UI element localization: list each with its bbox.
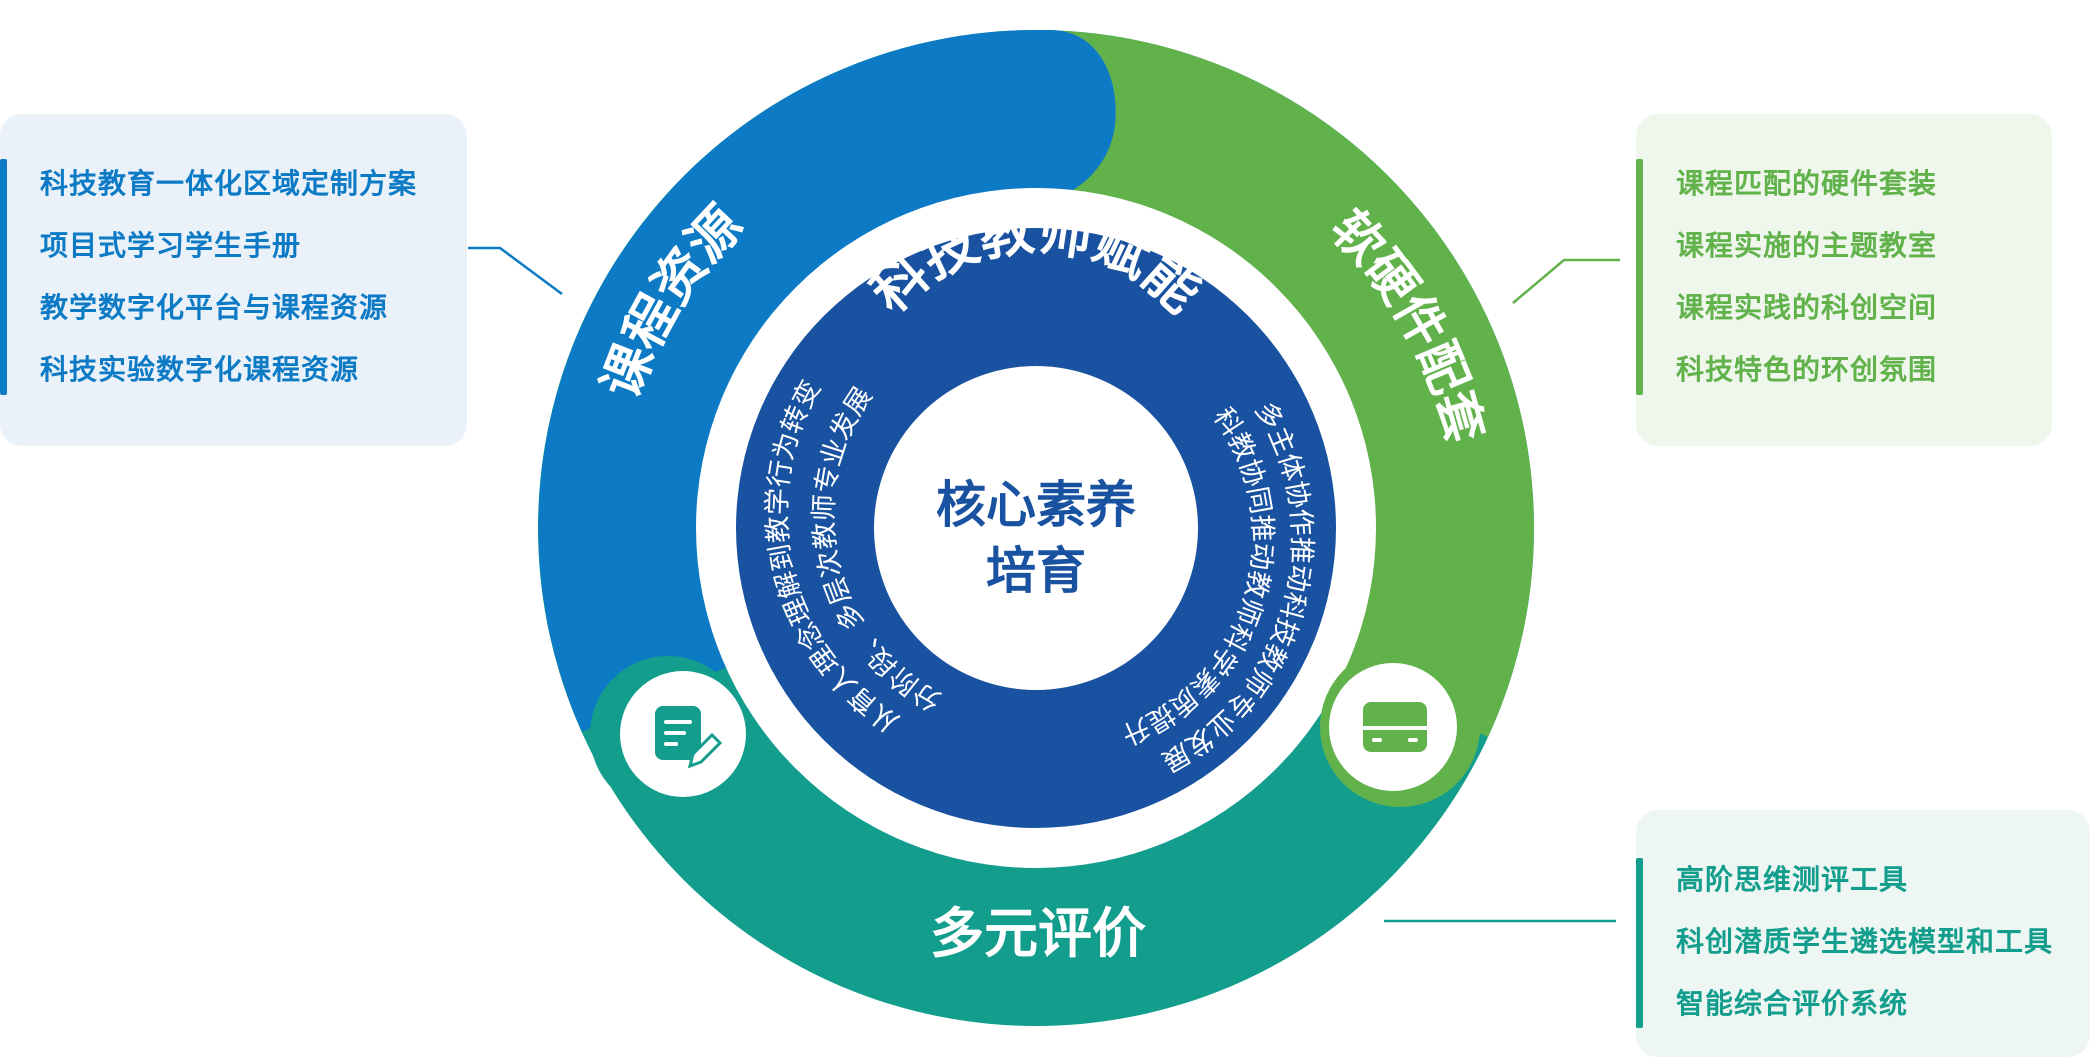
document-edit-icon (655, 706, 723, 769)
evaluation-panel: 高阶思维测评工具 科创潜质学生遴选模型和工具 智能综合评价系统 (1636, 810, 2090, 1057)
list-item: 科技教育一体化区域定制方案 (40, 167, 418, 200)
hardware-device-icon (1363, 702, 1427, 752)
core-title-line1: 核心素养 (936, 476, 1136, 534)
list-item: 高阶思维测评工具 (1676, 863, 1909, 896)
list-item: 项目式学习学生手册 (40, 229, 302, 262)
outer-label-evaluation: 多元评价 (930, 902, 1146, 965)
connector-line-right-top (1512, 258, 1620, 304)
list-item: 科技实验数字化课程资源 (40, 353, 360, 386)
hardware-support-panel: 课程匹配的硬件套装 课程实施的主题教室 课程实践的科创空间 科技特色的环创氛围 (1636, 114, 2052, 446)
list-item: 课程匹配的硬件套装 (1676, 167, 1938, 200)
list-item: 科技特色的环创氛围 (1676, 353, 1938, 386)
core-circle (874, 366, 1198, 690)
list-item: 智能综合评价系统 (1676, 987, 1909, 1020)
curriculum-resources-panel: 科技教育一体化区域定制方案 项目式学习学生手册 教学数字化平台与课程资源 科技实… (0, 114, 467, 446)
list-item: 课程实践的科创空间 (1676, 291, 1938, 324)
panel-accent-bar (1636, 159, 1643, 395)
list-item: 科创潜质学生遴选模型和工具 (1676, 925, 2054, 958)
panel-accent-bar (0, 159, 7, 395)
list-item: 课程实施的主题教室 (1676, 229, 1938, 262)
list-item: 教学数字化平台与课程资源 (40, 291, 389, 324)
panel-accent-bar (1636, 858, 1643, 1028)
connector-line-left (468, 246, 563, 296)
core-title-line2: 培育 (986, 542, 1086, 600)
